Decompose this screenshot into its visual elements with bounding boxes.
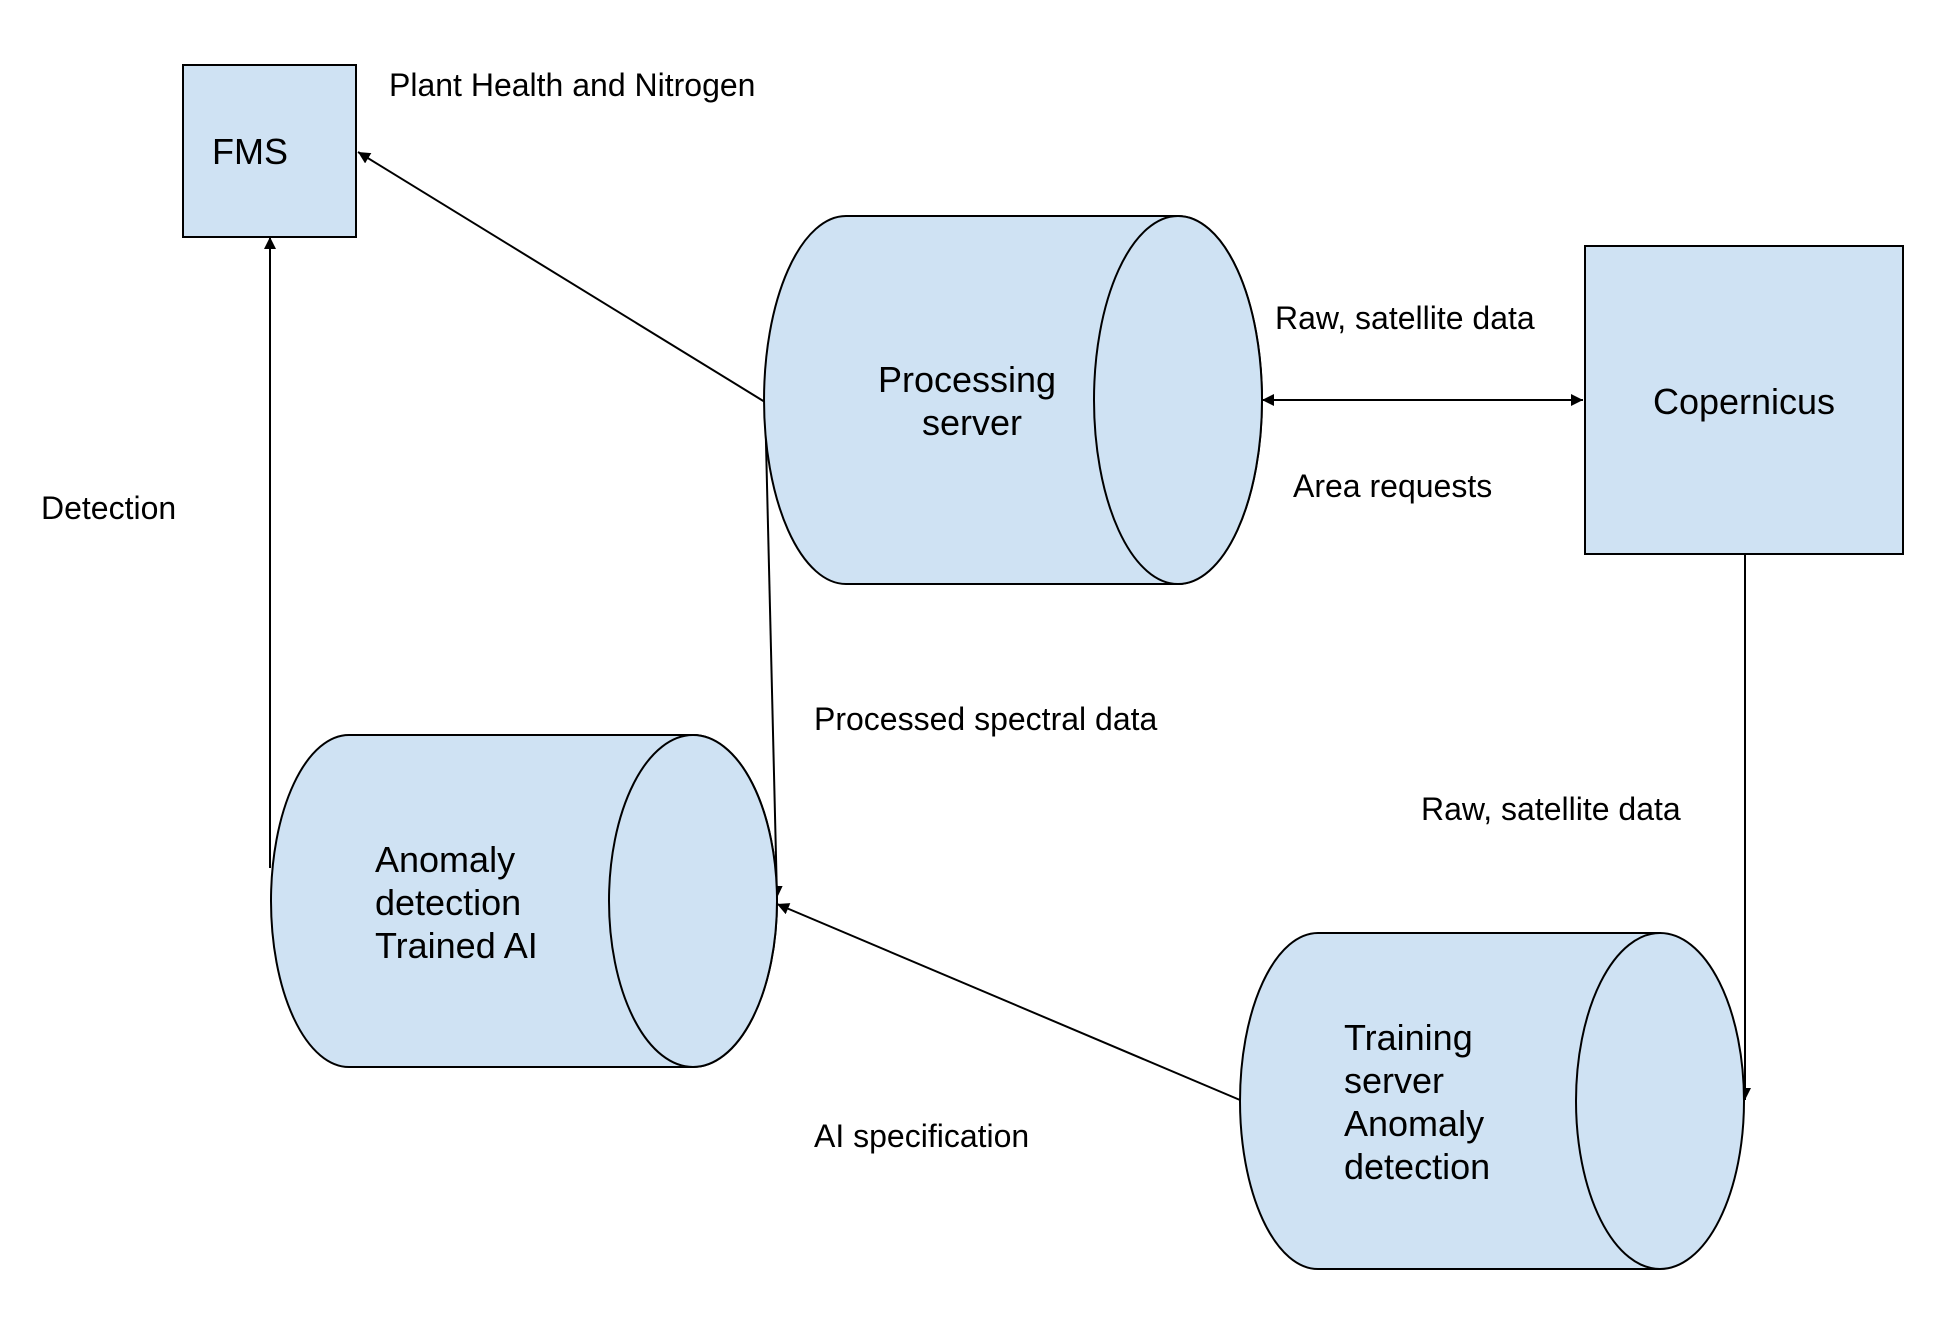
edge-label-processed-spectral: Processed spectral data	[814, 701, 1158, 737]
processing-server-end	[1093, 215, 1263, 585]
training-server-node: Training server Anomaly detection	[1239, 932, 1745, 1270]
anomaly-detection-node: Anomaly detection Trained AI	[270, 734, 778, 1068]
arrow-training-to-anomaly	[776, 903, 1241, 1101]
anomaly-detection-label-line: Anomaly	[375, 839, 515, 880]
edge-label-ai-specification: AI specification	[814, 1118, 1029, 1154]
copernicus-label: Copernicus	[1653, 381, 1835, 422]
copernicus-box	[1584, 245, 1904, 555]
edge-label-plant-health: Plant Health and Nitrogen	[389, 67, 755, 103]
edge-label-detection: Detection	[41, 490, 176, 526]
edge-label-raw-satellite-top: Raw, satellite data	[1275, 300, 1535, 336]
processing-server-node: Processing server	[763, 215, 1263, 585]
training-server-label: Training server Anomaly detection	[1344, 1017, 1494, 1187]
training-server-label-line: Anomaly	[1344, 1103, 1484, 1144]
processing-server-label-line: Processing	[878, 359, 1056, 400]
anomaly-detection-label-line: detection	[375, 882, 521, 923]
arrow-processing-to-anomaly	[764, 401, 783, 899]
anomaly-detection-label-line: Trained AI	[375, 925, 538, 966]
training-server-end	[1575, 932, 1745, 1270]
copernicus-node: Copernicus	[1584, 245, 1904, 555]
fms-box	[182, 64, 357, 238]
training-server-label-line: Training	[1344, 1017, 1473, 1058]
edge-label-raw-satellite-right: Raw, satellite data	[1421, 791, 1681, 827]
processing-server-label-line: server	[922, 402, 1022, 443]
training-server-label-line: server	[1344, 1060, 1444, 1101]
fms-label: FMS	[212, 131, 288, 172]
anomaly-detection-label: Anomaly detection Trained AI	[375, 839, 538, 966]
processing-server-label: Processing server	[878, 359, 1066, 443]
arrow-processing-to-fms	[357, 151, 766, 403]
anomaly-detection-end	[608, 734, 778, 1068]
training-server-label-line: detection	[1344, 1146, 1490, 1187]
edge-label-area-requests: Area requests	[1293, 468, 1492, 504]
fms-node: FMS	[182, 64, 357, 238]
